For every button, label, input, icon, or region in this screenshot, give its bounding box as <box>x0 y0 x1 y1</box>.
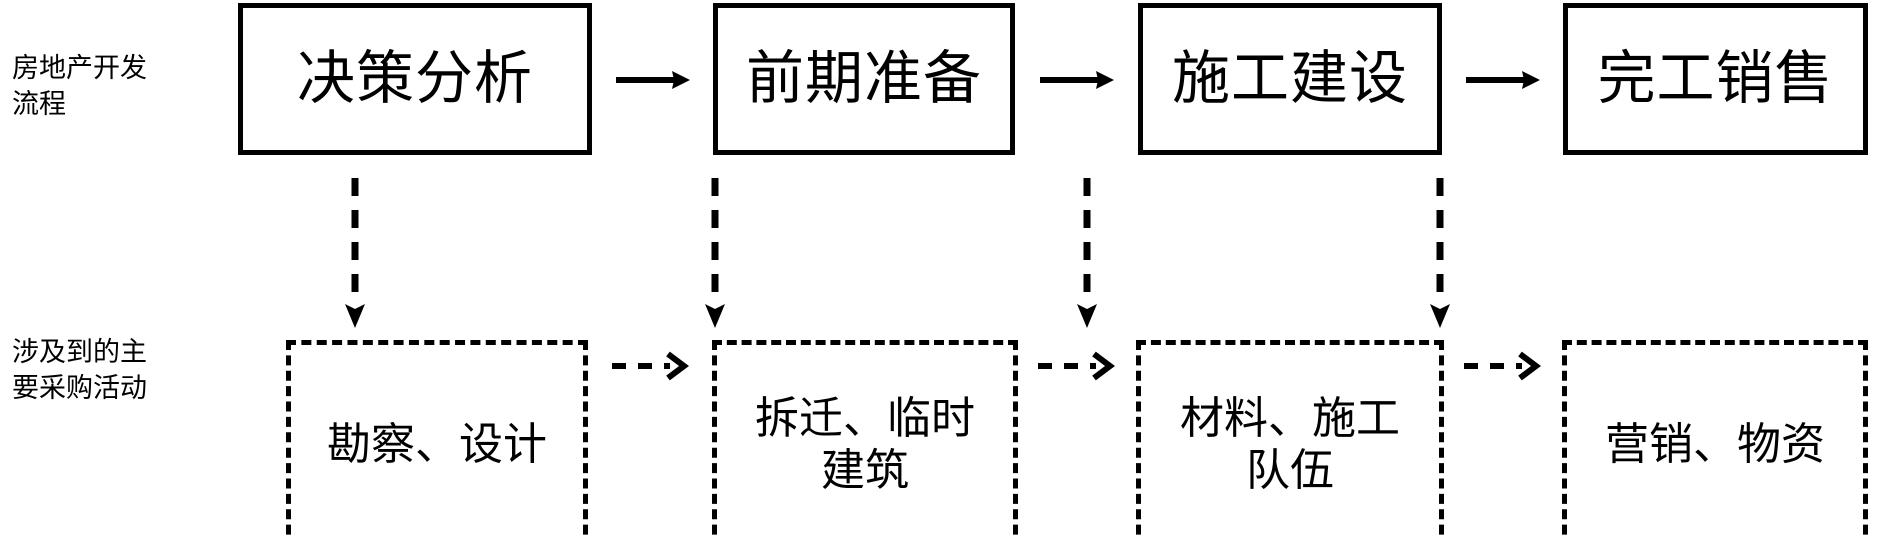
process-stage-label-3: 施工建设 <box>1171 46 1408 111</box>
process-stage-box-3[interactable]: 施工建设 <box>1138 3 1442 155</box>
procurement-label-2: 拆迁、临时 建筑 <box>755 394 975 495</box>
arrow-right-icon-3 <box>1466 62 1542 98</box>
row-label-process: 房地产开发 流程 <box>12 53 147 119</box>
arrow-right-icon-1 <box>616 62 692 98</box>
arrow-down-dashed-icon-4 <box>1425 178 1455 334</box>
procurement-box-2[interactable]: 拆迁、临时 建筑 <box>712 340 1018 538</box>
arrow-right-dashed-icon-1 <box>612 348 689 384</box>
procurement-box-1[interactable]: 勘察、设计 <box>286 340 588 538</box>
arrow-down-dashed-icon-3 <box>1072 178 1102 334</box>
row-label-procurement: 涉及到的主 要采购活动 <box>12 337 147 403</box>
arrow-right-dashed-icon-3 <box>1464 348 1541 384</box>
process-stage-box-1[interactable]: 决策分析 <box>238 3 592 155</box>
process-stage-box-2[interactable]: 前期准备 <box>713 3 1015 155</box>
procurement-box-3[interactable]: 材料、施工 队伍 <box>1136 340 1444 538</box>
process-stage-label-1: 决策分析 <box>296 46 533 111</box>
arrow-right-dashed-icon-2 <box>1038 348 1115 384</box>
procurement-box-4[interactable]: 营销、物资 <box>1562 340 1868 538</box>
arrow-down-dashed-icon-1 <box>340 178 370 334</box>
process-stage-label-2: 前期准备 <box>745 46 982 111</box>
arrow-down-dashed-icon-2 <box>700 178 730 334</box>
procurement-label-4: 营销、物资 <box>1605 420 1825 469</box>
procurement-label-3: 材料、施工 队伍 <box>1180 394 1400 495</box>
arrow-right-icon-2 <box>1040 62 1116 98</box>
process-stage-label-4: 完工销售 <box>1597 46 1834 111</box>
process-stage-box-4[interactable]: 完工销售 <box>1563 3 1868 155</box>
procurement-label-1: 勘察、设计 <box>327 420 547 469</box>
